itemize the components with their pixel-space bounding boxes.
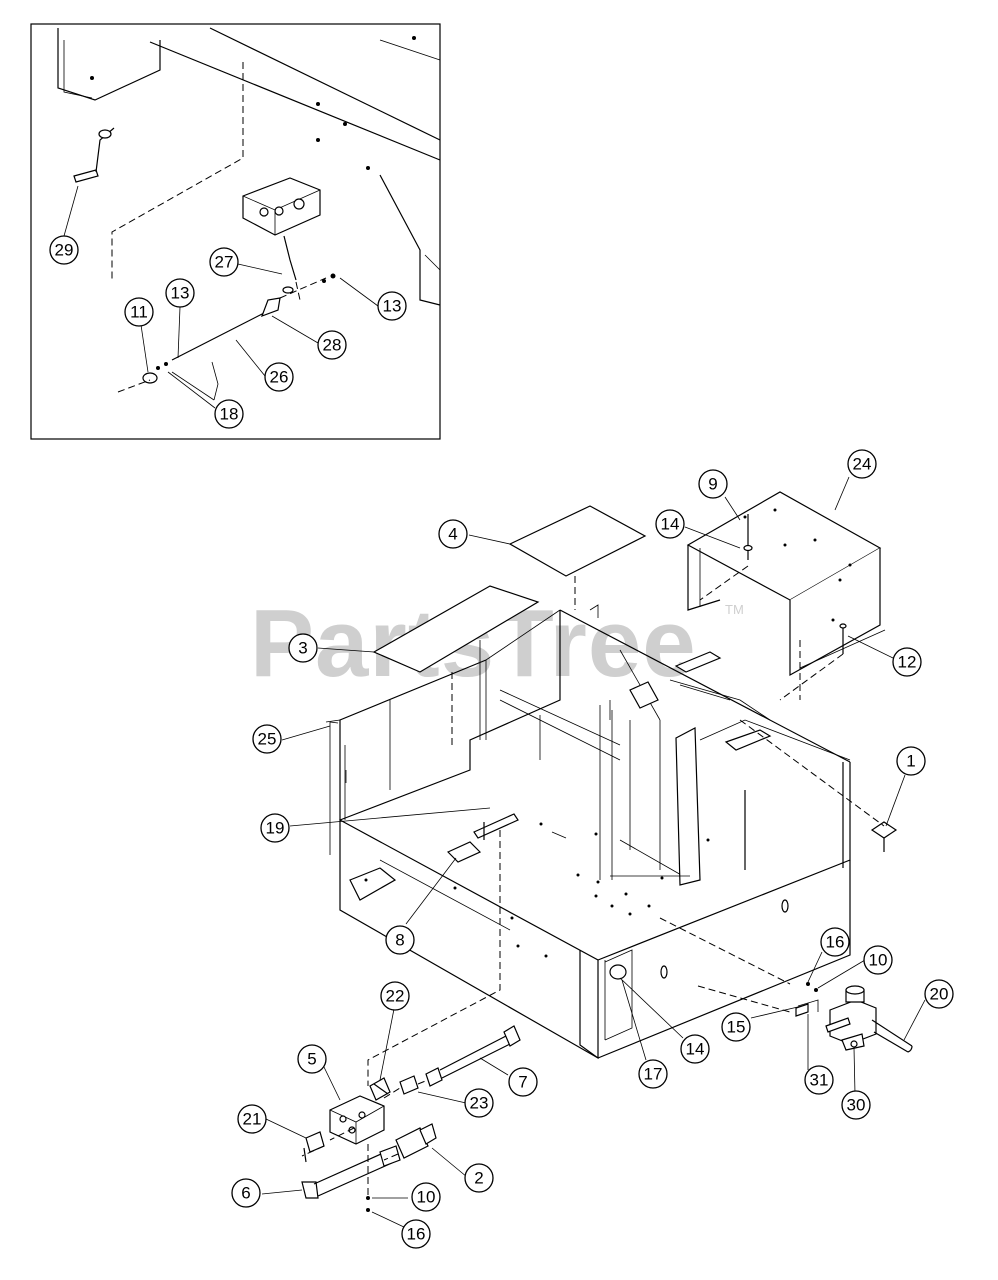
callout-14-bottom: 14 [680, 1034, 710, 1064]
inset-panel [30, 23, 441, 440]
part-3-panel [372, 585, 540, 673]
callout-25-label: 25 [258, 730, 277, 749]
callout-16-bottom: 16 [401, 1219, 431, 1249]
callout-14-top-label: 14 [661, 515, 680, 534]
callout-14-top: 14 [655, 509, 685, 539]
callout-22-label: 22 [386, 987, 405, 1006]
callout-13-left-label: 13 [171, 284, 190, 303]
callout-5: 5 [297, 1044, 327, 1074]
callout-25: 25 [252, 724, 282, 754]
callout-30-label: 30 [847, 1096, 866, 1115]
part-5-block [329, 1095, 385, 1145]
callout-2-label: 2 [474, 1169, 483, 1188]
callout-10-bottom: 10 [411, 1182, 441, 1212]
callout-26: 26 [264, 362, 294, 392]
callout-12-label: 12 [898, 653, 917, 672]
part-22-fitting [369, 1077, 391, 1101]
callout-20-label: 20 [930, 985, 949, 1004]
callout-9-label: 9 [708, 475, 717, 494]
callout-24-label: 24 [853, 455, 872, 474]
callout-11: 11 [124, 297, 154, 327]
callout-24: 24 [847, 449, 877, 479]
callout-18-label: 18 [220, 405, 239, 424]
callout-6: 6 [231, 1178, 261, 1208]
part-24-cover [686, 491, 886, 677]
callout-4-label: 4 [448, 525, 457, 544]
part-1-clip [870, 821, 898, 852]
callout-28: 28 [317, 330, 347, 360]
callout-10-top-label: 10 [869, 951, 888, 970]
callout-11-label: 11 [130, 303, 148, 322]
watermark-trademark: TM [725, 602, 744, 617]
callout-13-left: 13 [165, 278, 195, 308]
callout-23-label: 23 [470, 1094, 489, 1113]
callout-7: 7 [508, 1067, 538, 1097]
callout-23: 23 [464, 1088, 494, 1118]
callout-4: 4 [438, 519, 468, 549]
callout-18: 18 [214, 399, 244, 429]
main-leader-lines [261, 476, 926, 1229]
callout-5-label: 5 [307, 1050, 316, 1069]
callout-29-label: 29 [55, 241, 74, 260]
callout-10-bottom-label: 10 [417, 1188, 436, 1207]
inset-guide-lines [111, 62, 327, 401]
main-guide-lines [301, 565, 885, 1196]
callout-31: 31 [804, 1065, 834, 1095]
part-6-tube [301, 1145, 401, 1199]
inset-machine-outline [57, 27, 441, 306]
callout-17: 17 [638, 1059, 668, 1089]
part-29-handle [73, 127, 115, 183]
callout-8: 8 [385, 925, 415, 955]
callout-19-label: 19 [266, 819, 285, 838]
callout-3: 3 [288, 633, 318, 663]
callout-19: 19 [260, 813, 290, 843]
callout-16-top: 16 [820, 927, 850, 957]
callout-7-label: 7 [518, 1073, 527, 1092]
part-2-fitting [395, 1123, 437, 1159]
callout-10-top: 10 [863, 945, 893, 975]
small-washers [366, 1196, 370, 1212]
callout-13-right: 13 [377, 291, 407, 321]
callout-22: 22 [380, 981, 410, 1011]
callout-12: 12 [892, 647, 922, 677]
callout-29: 29 [49, 235, 79, 265]
callout-27: 27 [209, 247, 239, 277]
callout-16-top-label: 16 [826, 933, 845, 952]
callout-9: 9 [698, 469, 728, 499]
callout-14-bottom-label: 14 [686, 1040, 705, 1059]
callout-3-label: 3 [298, 639, 307, 658]
part-23-fitting [399, 1075, 419, 1095]
callout-21: 21 [237, 1104, 267, 1134]
callout-26-label: 26 [270, 368, 289, 387]
part-26-rod [142, 273, 336, 384]
callout-17-label: 17 [644, 1065, 663, 1084]
callout-6-label: 6 [241, 1184, 250, 1203]
inset-leader-lines [63, 185, 379, 409]
callout-1-label: 1 [906, 752, 915, 771]
callout-31-label: 31 [810, 1071, 829, 1090]
part-27-box [242, 177, 321, 294]
callout-21-label: 21 [243, 1110, 262, 1129]
callout-15: 15 [721, 1012, 751, 1042]
callout-27-label: 27 [215, 253, 234, 272]
callouts: 29 27 13 13 11 28 26 18 24 9 14 4 3 12 2… [49, 235, 954, 1249]
inset-border [30, 23, 441, 440]
part-4-panel [508, 505, 647, 577]
callout-13-right-label: 13 [383, 297, 402, 316]
callout-2: 2 [464, 1163, 494, 1193]
callout-15-label: 15 [727, 1018, 746, 1037]
callout-30: 30 [841, 1090, 871, 1120]
callout-28-label: 28 [323, 336, 342, 355]
callout-8-label: 8 [395, 931, 404, 950]
callout-1: 1 [896, 746, 926, 776]
part-7-tube [425, 1025, 521, 1087]
part-30-valve [795, 982, 913, 1053]
main-assembly [261, 476, 926, 1229]
callout-16-bottom-label: 16 [407, 1225, 426, 1244]
callout-20: 20 [924, 979, 954, 1009]
